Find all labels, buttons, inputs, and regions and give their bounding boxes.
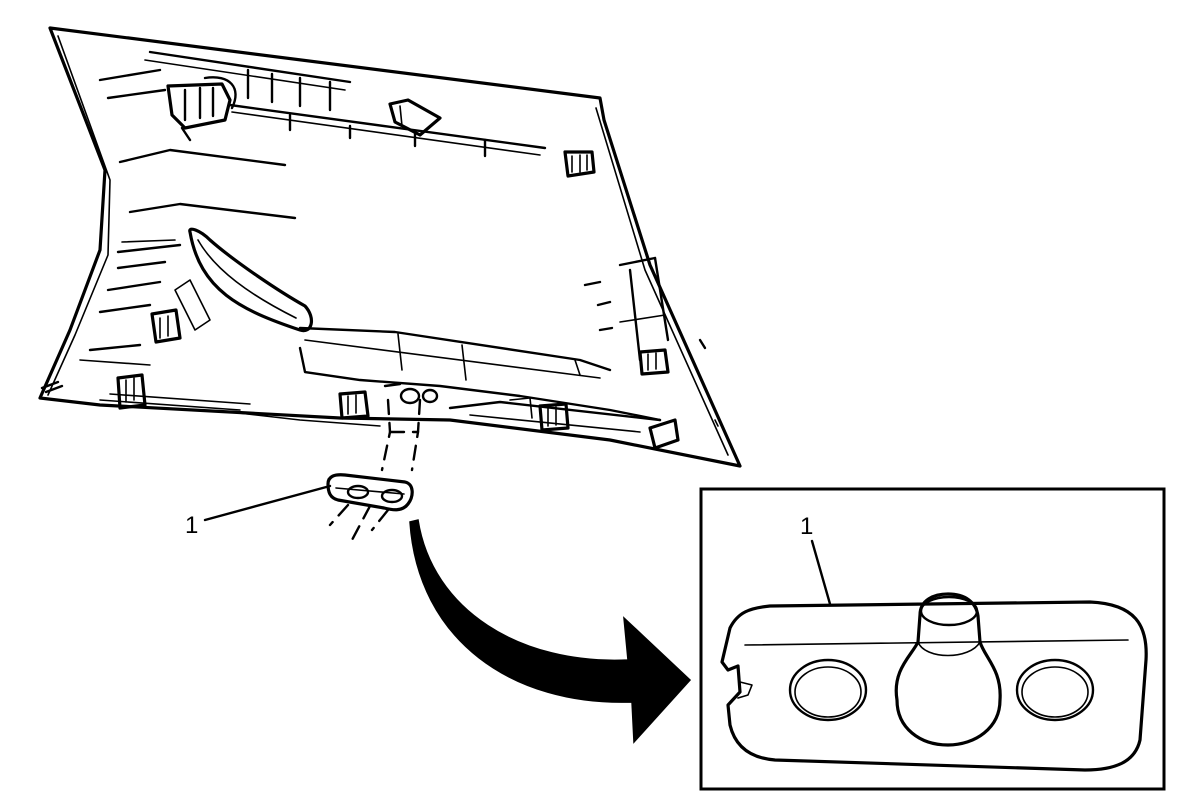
callout-leader-main	[203, 484, 332, 522]
clip-bottom-left	[116, 373, 147, 410]
installation-path	[328, 398, 422, 542]
clip-bottom-center	[338, 390, 370, 420]
guide-part	[326, 473, 414, 512]
curved-arrow-icon	[409, 519, 692, 744]
detail-inset: 1	[699, 487, 1166, 791]
trim-panel	[38, 26, 742, 468]
guide-mount-boss	[383, 382, 439, 405]
clip-bottom-far-right	[648, 418, 680, 450]
tab-far-left	[40, 380, 64, 394]
callout-label-main: 1	[185, 512, 198, 539]
callout-label-detail: 1	[800, 513, 813, 540]
clip-top-left	[166, 76, 237, 142]
clip-top-center	[388, 98, 442, 137]
clip-right-lower	[638, 348, 670, 376]
clip-left	[150, 279, 211, 344]
callout-leader-detail	[810, 539, 832, 606]
clip-bottom-right	[509, 397, 570, 432]
inset-frame	[699, 487, 1166, 791]
guide-part-detail	[720, 592, 1148, 772]
clip-top-right	[563, 150, 596, 178]
